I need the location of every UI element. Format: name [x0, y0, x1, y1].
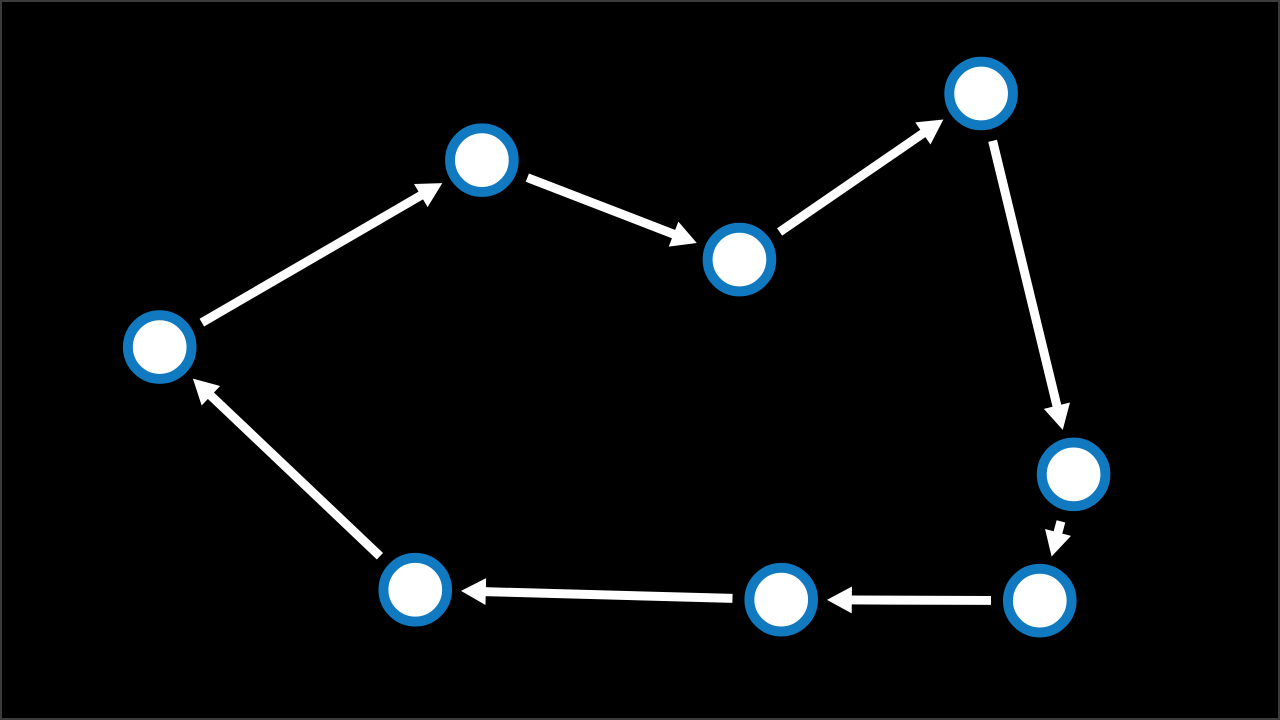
arrowhead-n6-n7 [826, 586, 852, 614]
edge-line-n7-n8 [483, 587, 733, 603]
edge-line-n2-n3 [525, 173, 678, 239]
arrowhead-n1-n2 [414, 183, 443, 208]
edge-line-n1-n2 [199, 190, 425, 327]
node-bottom-right [1002, 563, 1077, 638]
arrowhead-n2-n3 [668, 221, 697, 247]
node-bottom-left [378, 552, 453, 627]
edge-line-n3-n4 [777, 128, 928, 236]
node-left [122, 310, 197, 384]
node-right [1036, 437, 1111, 512]
edge-line-n5-n6 [1053, 520, 1066, 536]
arrowhead-n4-n5 [1043, 402, 1070, 430]
arrowhead-n7-n8 [461, 578, 487, 606]
edge-line-n4-n5 [988, 139, 1062, 409]
node-upper-left [445, 123, 519, 197]
arrowhead-n3-n4 [915, 119, 944, 145]
arrowhead-n5-n6 [1045, 528, 1071, 557]
arrowhead-n8-n1 [192, 378, 221, 406]
node-top-middle [702, 222, 777, 297]
node-top-right [944, 56, 1018, 131]
edge-line-n8-n1 [206, 391, 384, 560]
node-bottom-middle [744, 562, 819, 637]
